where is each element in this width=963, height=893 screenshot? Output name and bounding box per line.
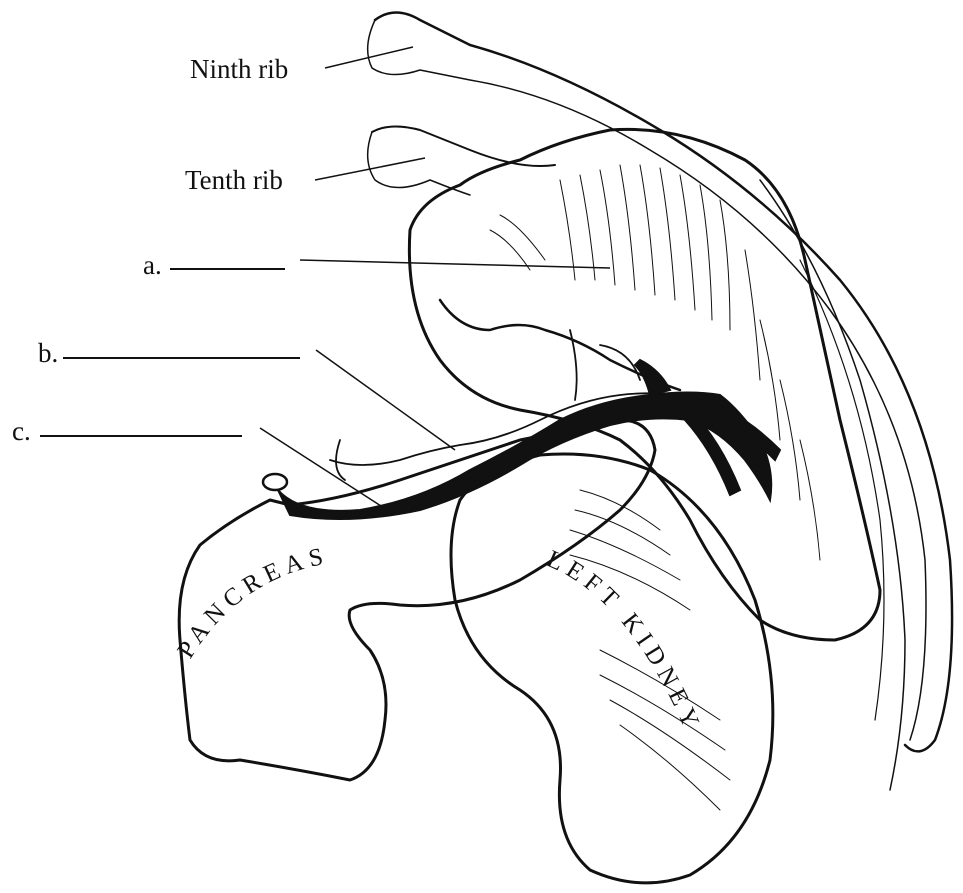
tenth-rib-shape	[372, 126, 555, 166]
ninth-rib-leader	[325, 47, 413, 68]
pancreas-label: PANCREAS	[172, 542, 331, 663]
spleen-shape	[409, 129, 880, 640]
label-b: b.	[38, 340, 58, 367]
ninth-rib-label: Ninth rib	[190, 56, 288, 83]
label-a-leader	[300, 260, 610, 268]
label-b-leader	[316, 350, 455, 450]
label-b-answer-blank[interactable]	[63, 357, 300, 359]
tenth-rib-label: Tenth rib	[185, 167, 283, 194]
label-a: a.	[143, 252, 162, 279]
label-c: c.	[12, 418, 31, 445]
vein-cut-end	[263, 474, 287, 490]
label-a-answer-blank[interactable]	[170, 268, 285, 270]
pancreas-label-path: PANCREAS	[172, 542, 331, 663]
splenic-artery-branch	[336, 330, 640, 480]
tenth-rib-leader	[315, 158, 425, 180]
label-c-answer-blank[interactable]	[40, 435, 242, 437]
